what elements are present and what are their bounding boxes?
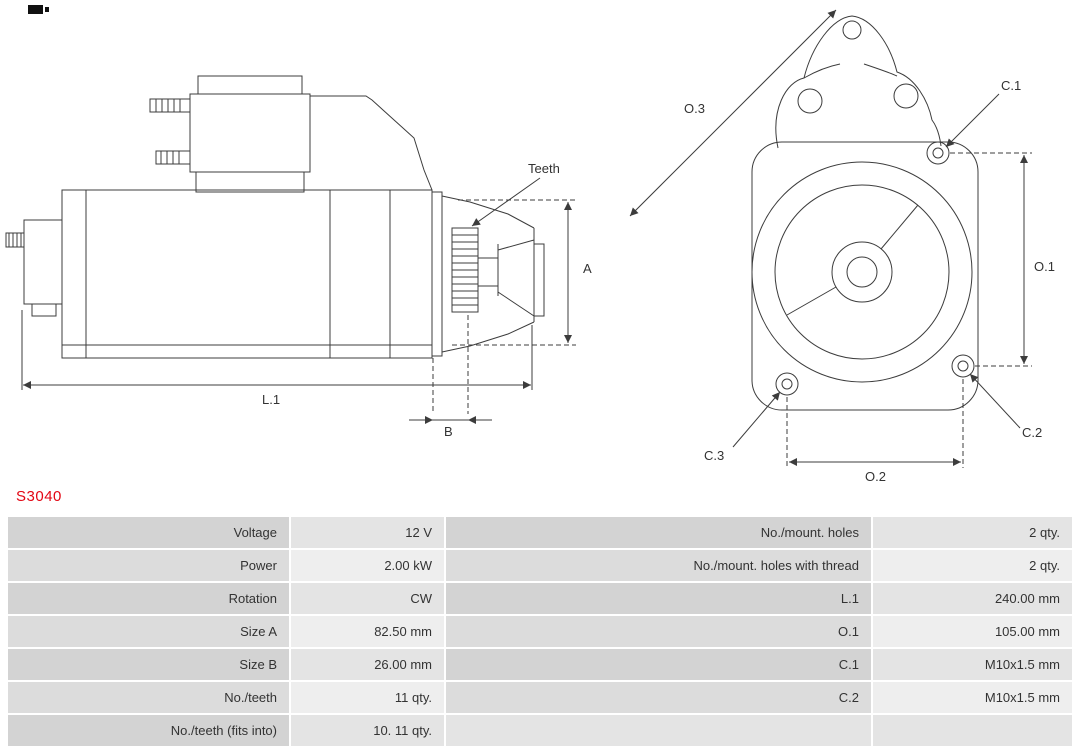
spec-label: No./teeth (fits into): [8, 715, 289, 746]
teeth-leader-line: [471, 177, 541, 227]
table-row: Power 2.00 kW No./mount. holes with thre…: [8, 550, 1072, 581]
terminal-bolt-left-icon: [5, 232, 25, 248]
dimension-label-b: B: [444, 424, 453, 439]
spec-value: 2.00 kW: [291, 550, 444, 581]
spec-value: 11 qty.: [291, 682, 444, 713]
dimension-label-c2: C.2: [1022, 425, 1042, 440]
dimension-label-o2: O.2: [865, 469, 886, 484]
spec-value: 82.50 mm: [291, 616, 444, 647]
spec-label: Size B: [8, 649, 289, 680]
spec-label: C.1: [446, 649, 871, 680]
solenoid-terminal-icon: [149, 98, 191, 113]
front-view-drawing: [751, 15, 979, 411]
spec-value: CW: [291, 583, 444, 614]
spec-label: Size A: [8, 616, 289, 647]
front-view-dimensions: [629, 9, 1032, 468]
c1-leader-line: [945, 93, 1000, 148]
spec-label: [446, 715, 871, 746]
spec-value: [873, 715, 1072, 746]
spec-table: Voltage 12 V No./mount. holes 2 qty. Pow…: [8, 517, 1072, 748]
c2-leader-line: [969, 373, 1021, 429]
spec-value: 2 qty.: [873, 550, 1072, 581]
dimension-o3-line: [629, 9, 837, 217]
c3-leader-line: [732, 391, 781, 448]
spec-value: 240.00 mm: [873, 583, 1072, 614]
spec-value: 105.00 mm: [873, 616, 1072, 647]
spec-value: 2 qty.: [873, 517, 1072, 548]
mount-hole-c3: [775, 372, 799, 396]
spec-value: M10x1.5 mm: [873, 682, 1072, 713]
side-view-drawing: [5, 75, 545, 359]
spec-label: L.1: [446, 583, 871, 614]
spec-value: 26.00 mm: [291, 649, 444, 680]
pinion-gear: [451, 227, 479, 313]
spec-label: Voltage: [8, 517, 289, 548]
spec-label: C.2: [446, 682, 871, 713]
spec-value: 12 V: [291, 517, 444, 548]
table-row: Size B 26.00 mm C.1 M10x1.5 mm: [8, 649, 1072, 680]
table-row: Size A 82.50 mm O.1 105.00 mm: [8, 616, 1072, 647]
table-row: No./teeth 11 qty. C.2 M10x1.5 mm: [8, 682, 1072, 713]
side-view-dimensions: [21, 177, 576, 424]
logo-mark: [28, 5, 49, 14]
mount-hole-c2: [951, 354, 975, 378]
dimension-label-c3: C.3: [704, 448, 724, 463]
spec-label: No./mount. holes: [446, 517, 871, 548]
solenoid: [149, 75, 311, 193]
spec-value: 10. 11 qty.: [291, 715, 444, 746]
table-row: No./teeth (fits into) 10. 11 qty.: [8, 715, 1072, 746]
spec-label: Rotation: [8, 583, 289, 614]
dimension-label-teeth: Teeth: [528, 161, 560, 176]
dimension-label-l1: L.1: [262, 392, 280, 407]
dimension-label-c1: C.1: [1001, 78, 1021, 93]
table-row: Rotation CW L.1 240.00 mm: [8, 583, 1072, 614]
part-number: S3040: [16, 488, 62, 505]
spec-label: No./teeth: [8, 682, 289, 713]
spec-value: M10x1.5 mm: [873, 649, 1072, 680]
solenoid-terminal-icon: [155, 150, 191, 165]
dimension-label-a: A: [583, 261, 592, 276]
spec-label: O.1: [446, 616, 871, 647]
dimension-label-o3: O.3: [684, 101, 705, 116]
spec-label: No./mount. holes with thread: [446, 550, 871, 581]
table-row: Voltage 12 V No./mount. holes 2 qty.: [8, 517, 1072, 548]
spec-label: Power: [8, 550, 289, 581]
mount-hole-c1: [926, 141, 950, 165]
dimension-label-o1: O.1: [1034, 259, 1055, 274]
technical-drawing: Teeth A L.1 B: [5, 5, 1055, 484]
drive-end: [431, 191, 545, 357]
